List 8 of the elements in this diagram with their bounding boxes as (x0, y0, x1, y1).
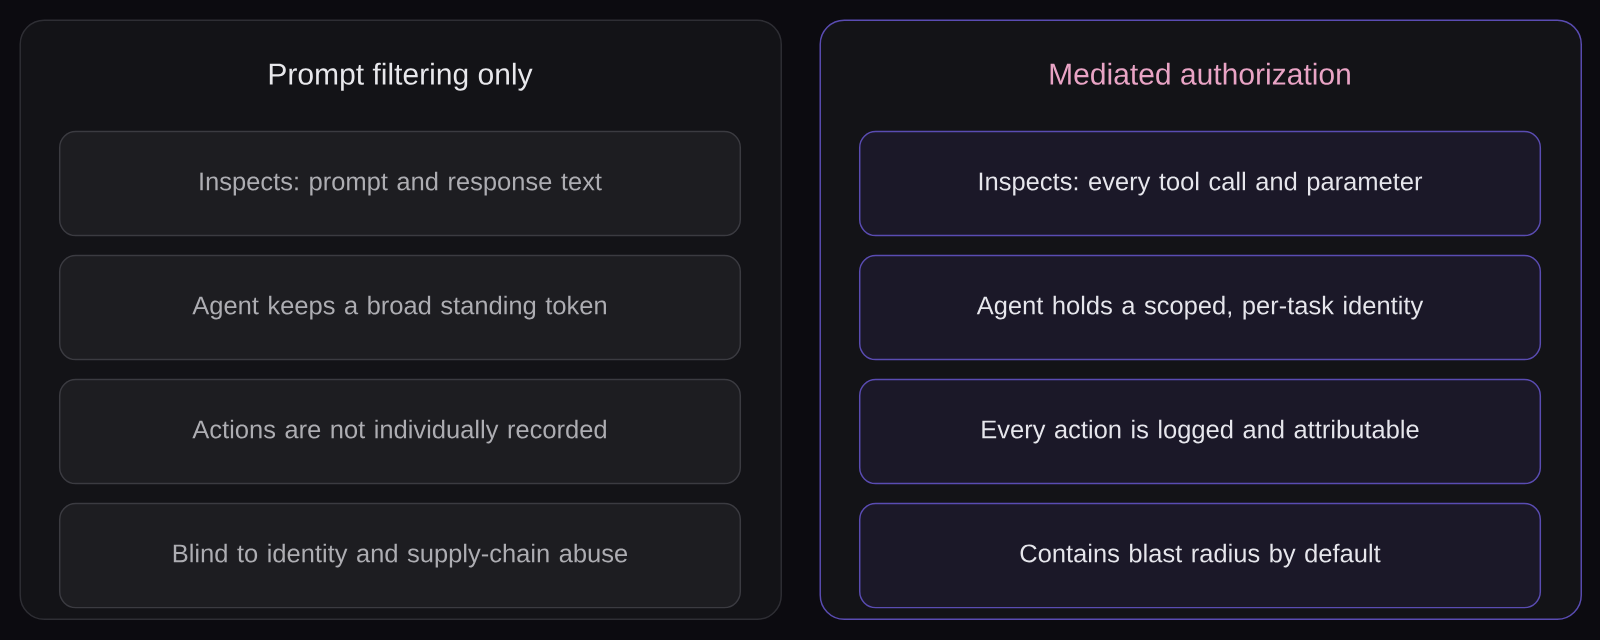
text-box: Actions are not individually recorded (58, 378, 742, 485)
text-box: Agent holds a scoped, per-task identity (858, 254, 1542, 361)
text-box: Inspects: prompt and response text (58, 130, 742, 237)
text-box: Contains blast radius by default (858, 502, 1542, 609)
text-box: Agent keeps a broad standing token (58, 254, 742, 361)
text-box: Inspects: every tool call and parameter (858, 130, 1542, 237)
text-box: Every action is logged and attributable (858, 378, 1542, 485)
text-box: Blind to identity and supply-chain abuse (58, 502, 742, 609)
